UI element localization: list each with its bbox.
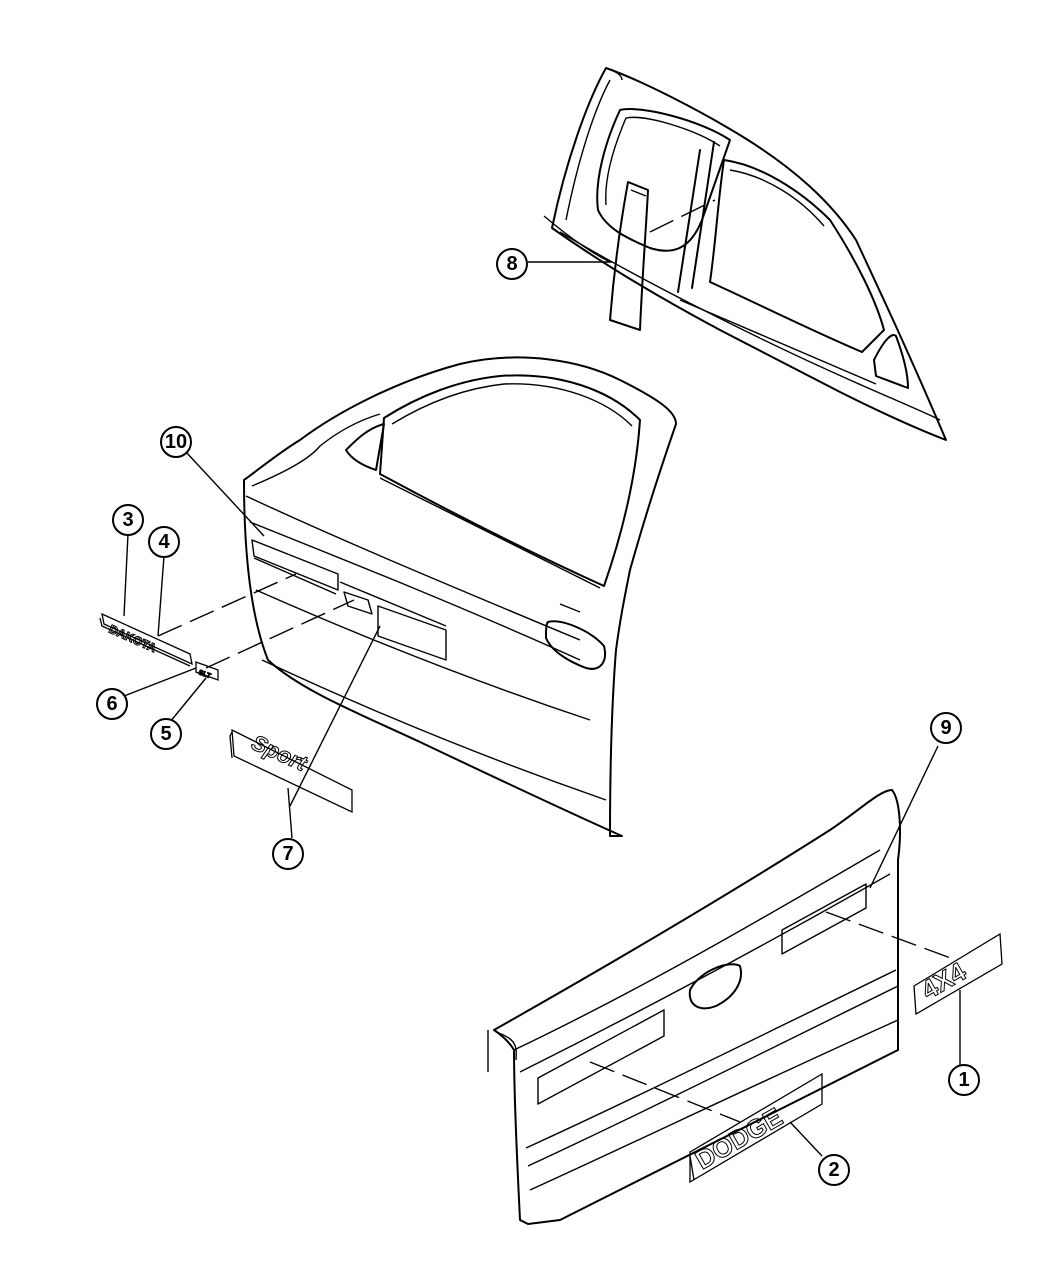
callout-4[interactable]: 4 (148, 526, 180, 558)
callout-10[interactable]: 10 (160, 426, 192, 458)
front-door (243, 356, 677, 837)
callout-1[interactable]: 1 (948, 1064, 980, 1096)
callout-8-label: 8 (506, 253, 517, 275)
callout-10-label: 10 (165, 431, 187, 453)
callout-6-label: 6 (106, 693, 117, 715)
sport-emblem: Sport (229, 728, 353, 814)
sport-emblem-text: Sport (248, 730, 312, 777)
callout-5[interactable]: 5 (150, 718, 182, 750)
callout-1-label: 1 (958, 1069, 969, 1091)
callout-5-label: 5 (160, 723, 171, 745)
4x4-emblem: 4X4 (913, 932, 1003, 1016)
callout-2-label: 2 (828, 1159, 839, 1181)
dodge-emblem-text: DODGE (690, 1102, 788, 1176)
callout-9-label: 9 (940, 717, 951, 739)
rear-cab-section (543, 67, 947, 441)
callout-2[interactable]: 2 (818, 1154, 850, 1186)
callout-8[interactable]: 8 (496, 248, 528, 280)
dakota-emblem-text: DAKOTA (107, 622, 159, 655)
dakota-emblem: DAKOTA (99, 612, 193, 667)
callout-3-label: 3 (122, 509, 133, 531)
callout-9[interactable]: 9 (930, 712, 962, 744)
4x4-emblem-text: 4X4 (916, 956, 972, 1005)
callout-7[interactable]: 7 (272, 838, 304, 870)
dodge-emblem: DODGE (689, 1072, 823, 1184)
callout-4-label: 4 (158, 531, 170, 553)
callout-3[interactable]: 3 (112, 504, 144, 536)
callout-6[interactable]: 6 (96, 688, 128, 720)
callout-7-label: 7 (282, 843, 293, 865)
tailgate (487, 789, 901, 1225)
